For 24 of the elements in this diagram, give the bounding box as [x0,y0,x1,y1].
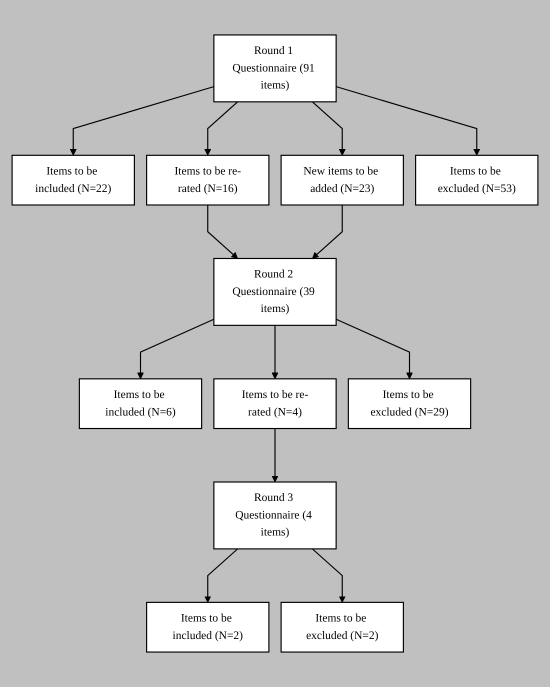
arrow [207,205,238,259]
process-box: Items to be re-rated (N=16) [146,154,270,206]
process-box: Round 1 Questionnaire (91 items) [213,34,337,102]
process-box: Items to be included (N=2) [146,602,270,653]
arrow [70,86,214,156]
arrow [137,318,214,380]
process-box: New items to be added (N=23) [280,154,404,206]
arrow [272,325,278,380]
arrow [336,318,413,380]
process-box: Items to be included (N=22) [12,154,135,206]
process-box: Round 2 Questionnaire (39 items) [213,258,337,326]
arrow [204,548,238,603]
process-box: Items to be excluded (N=2) [280,602,404,653]
arrow [312,548,346,603]
process-box: Items to be excluded (N=29) [348,378,472,430]
arrow [312,101,346,156]
process-box: Items to be excluded (N=53) [415,154,538,206]
arrow [312,205,343,259]
process-box: Round 3 Questionnaire (4 items) [213,481,337,550]
arrow [204,101,238,156]
process-box: Items to be re-rated (N=4) [213,378,337,430]
arrow [272,428,278,482]
arrow [336,86,480,156]
process-box: Items to be included (N=6) [78,378,202,430]
